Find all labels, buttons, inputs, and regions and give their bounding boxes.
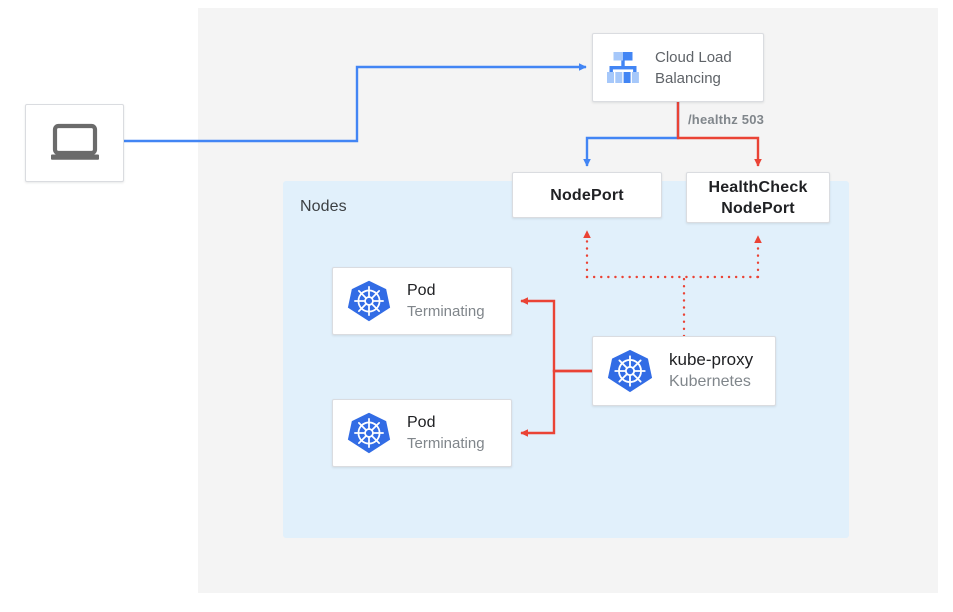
cloud-load-balancing-icon	[607, 51, 639, 83]
healthz-503-label: /healthz 503	[688, 112, 765, 127]
client-node[interactable]	[25, 104, 124, 182]
nodeport-node[interactable]: NodePort	[512, 172, 662, 218]
kube-proxy-subtitle: Kubernetes	[669, 373, 751, 390]
cloud-load-balancing-title-line1: Cloud Load	[655, 48, 732, 66]
nodeport-label: NodePort	[550, 186, 624, 204]
pod-1-title: Pod	[407, 282, 436, 299]
kube-proxy-node[interactable]: kube-proxy Kubernetes	[592, 336, 776, 406]
cloud-load-balancing-node[interactable]: Cloud Load Balancing	[592, 33, 764, 102]
pod-2-status: Terminating	[407, 435, 485, 452]
healthcheck-nodeport-label-line2: NodePort	[721, 199, 795, 217]
kubernetes-icon	[347, 280, 391, 322]
laptop-icon	[50, 123, 99, 160]
kube-proxy-title: kube-proxy	[669, 350, 754, 369]
healthcheck-nodeport-node[interactable]: HealthCheck NodePort	[686, 172, 830, 223]
healthcheck-nodeport-label-line1: HealthCheck	[708, 178, 808, 196]
pod-node-1[interactable]: Pod Terminating	[332, 267, 512, 335]
kubernetes-icon	[607, 349, 653, 393]
nodes-region-label: Nodes	[300, 198, 347, 215]
pod-1-status: Terminating	[407, 303, 485, 320]
kubernetes-icon	[347, 412, 391, 454]
pod-node-2[interactable]: Pod Terminating	[332, 399, 512, 467]
pod-2-title: Pod	[407, 414, 436, 431]
cloud-load-balancing-title-line2: Balancing	[655, 69, 721, 87]
